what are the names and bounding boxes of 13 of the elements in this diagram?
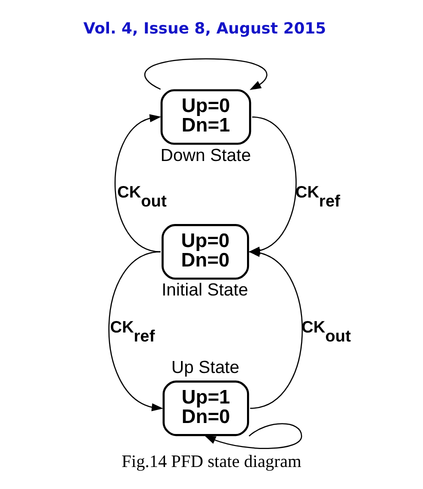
arrow <box>144 58 268 90</box>
node-box: Up=0 Dn=0 <box>162 224 250 280</box>
node-box: Up=0 Dn=1 <box>160 89 252 145</box>
arrow <box>248 248 303 409</box>
arrow <box>204 423 302 449</box>
caption: Fig.14 PFD state diagram <box>122 450 302 471</box>
arrow <box>114 114 162 252</box>
node-box: Up=1 Dn=0 <box>162 380 250 436</box>
arrow <box>108 251 164 412</box>
node-label: Initial State <box>162 280 248 300</box>
node-label: Down State <box>160 144 251 165</box>
label: Vol. 4, Issue 8, August 2015 <box>83 20 326 38</box>
node-label: Up State <box>171 356 240 377</box>
